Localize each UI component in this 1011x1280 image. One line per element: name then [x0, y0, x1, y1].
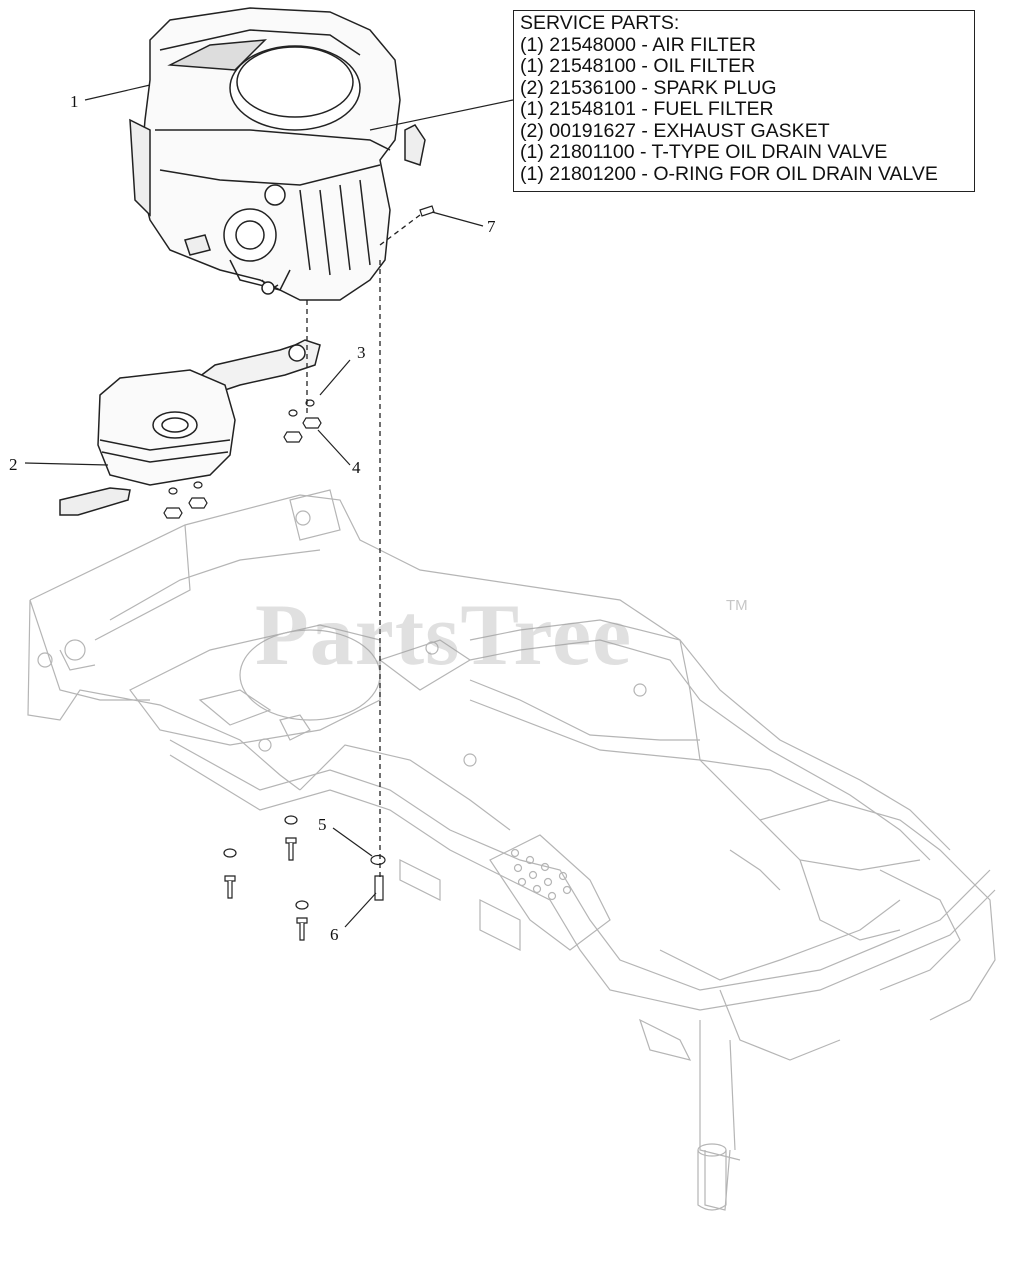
callout-2: 2	[9, 455, 18, 474]
service-parts-box: SERVICE PARTS: (1) 21548000 - AIR FILTER…	[513, 10, 975, 192]
service-part-item: (2) 00191627 - EXHAUST GASKET	[520, 119, 830, 142]
callout-3: 3	[357, 343, 366, 362]
engine-drawing	[129, 7, 426, 301]
callout-4: 4	[352, 458, 361, 477]
callout-1: 1	[70, 92, 79, 111]
service-part-item: (1) 21548000 - AIR FILTER	[520, 33, 756, 56]
service-part-item: (2) 21536100 - SPARK PLUG	[520, 76, 777, 99]
leader-lines	[24, 84, 514, 928]
service-part-item: (1) 21548101 - FUEL FILTER	[520, 98, 774, 120]
service-part-item: (1) 21801100 - T-TYPE OIL DRAIN VALVE	[520, 141, 888, 163]
service-part-item: (1) 21801200 - O-RING FOR OIL DRAIN VALV…	[520, 162, 938, 185]
callout-6: 6	[330, 925, 339, 944]
assembly-lines	[306, 214, 421, 880]
service-part-item: (1) 21548100 - OIL FILTER	[520, 55, 756, 77]
hardware-drawing	[163, 205, 435, 941]
watermark-logo: PartsTree	[255, 587, 633, 684]
muffler-drawing	[59, 339, 321, 516]
service-parts-title: SERVICE PARTS:	[520, 12, 680, 34]
watermark-trademark: TM	[726, 597, 748, 614]
callout-7: 7	[487, 217, 496, 236]
callout-5: 5	[318, 815, 327, 834]
